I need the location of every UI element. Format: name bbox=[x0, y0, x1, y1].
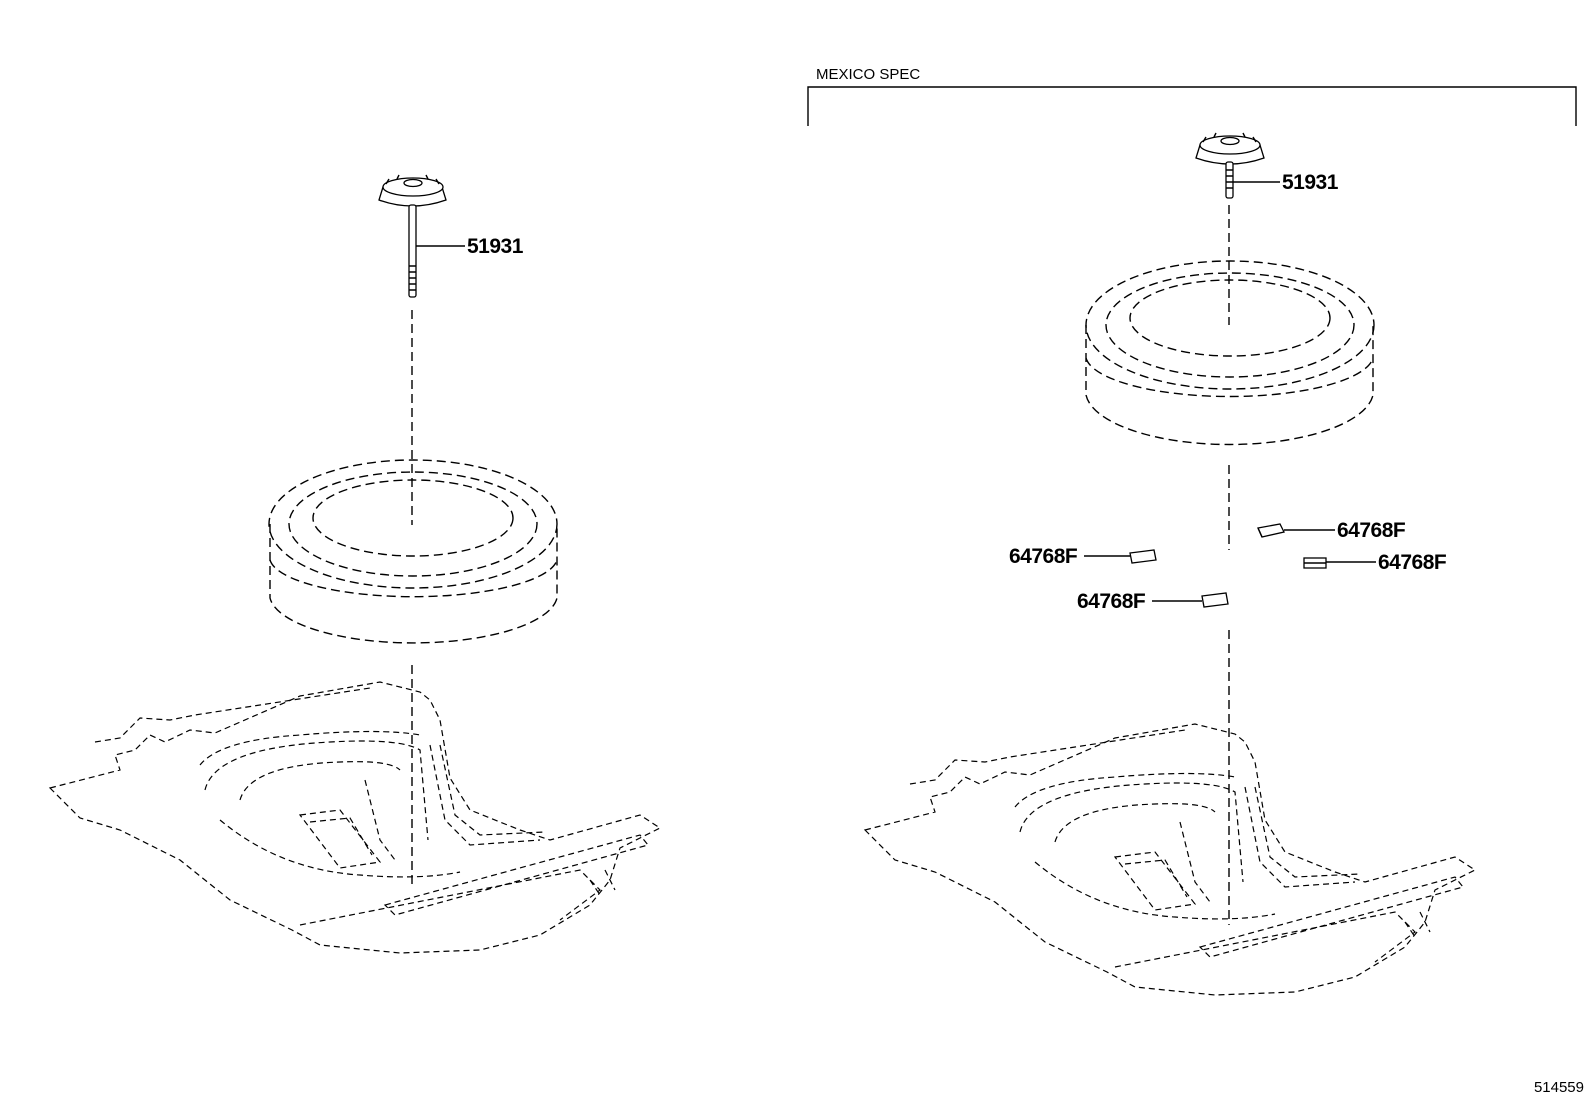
pad-icon bbox=[1201, 592, 1229, 608]
spare-wheel-hold-down-bolt-icon bbox=[378, 174, 447, 298]
part-number-label: 51931 bbox=[1282, 171, 1339, 194]
spare-tire-icon bbox=[268, 459, 558, 644]
pad-icon bbox=[1257, 523, 1285, 538]
part-number-label: 64768F bbox=[1337, 519, 1406, 542]
rear-floor-pan-icon bbox=[863, 723, 1477, 996]
part-number-label: 64768F bbox=[1009, 545, 1078, 568]
left-assembly: 51931 bbox=[48, 174, 662, 954]
right-assembly: MEXICO SPEC bbox=[807, 66, 1577, 996]
spare-tire-icon bbox=[1085, 260, 1375, 446]
part-number-label: 51931 bbox=[467, 235, 524, 258]
pad-icon bbox=[1129, 549, 1157, 564]
part-number-label: 64768F bbox=[1378, 551, 1447, 574]
rear-floor-pan-icon bbox=[48, 681, 662, 954]
pad-icon bbox=[1303, 557, 1327, 569]
spare-wheel-hold-down-bolt-icon bbox=[1195, 132, 1265, 199]
figure-number: 514559 bbox=[1534, 1079, 1584, 1096]
variant-bracket bbox=[807, 86, 1577, 126]
variant-label: MEXICO SPEC bbox=[816, 66, 920, 83]
part-number-label: 64768F bbox=[1077, 590, 1146, 613]
